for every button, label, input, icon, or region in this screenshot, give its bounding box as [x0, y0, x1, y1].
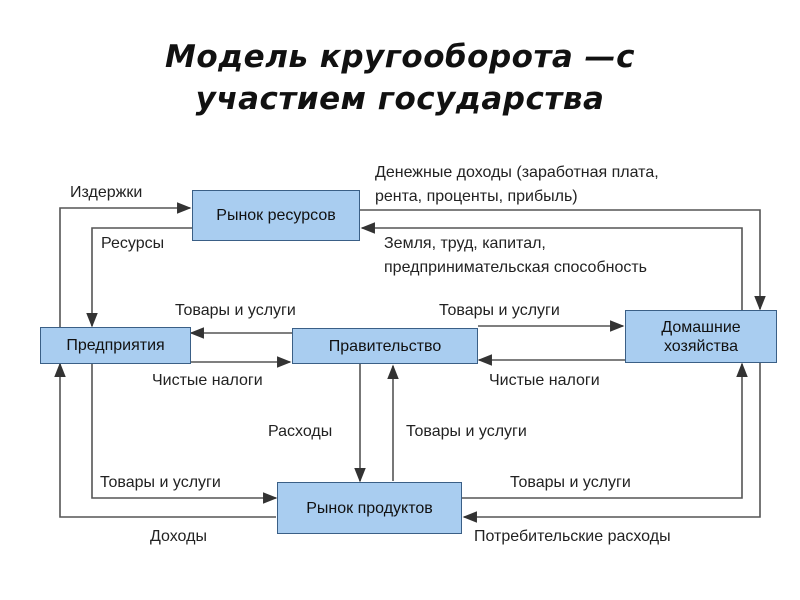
- node-government: Правительство: [292, 328, 478, 364]
- label-mkt-goods-gov: Товары и услуги: [406, 423, 527, 440]
- node-resource-market-label: Рынок ресурсов: [216, 207, 336, 224]
- arrow-mkt-goods-hh: [462, 362, 748, 499]
- arrow-costs: [59, 202, 192, 328]
- label-land-labor-1: Земля, труд, капитал,: [384, 235, 546, 252]
- label-consumer-spending: Потребительские расходы: [474, 528, 671, 545]
- label-gov-goods-ent: Товары и услуги: [175, 302, 296, 319]
- title-line-1: Модель кругооборота —с: [164, 39, 636, 75]
- label-costs: Издержки: [70, 184, 143, 201]
- label-incomes: Доходы: [150, 528, 207, 545]
- title-line-2: участием государства: [195, 81, 605, 117]
- label-mkt-goods-hh: Товары и услуги: [510, 474, 631, 491]
- label-hh-taxes: Чистые налоги: [489, 372, 600, 389]
- node-households-label-1: Домашние: [661, 318, 741, 336]
- arrow-resources: [86, 227, 192, 328]
- node-product-market-label: Рынок продуктов: [306, 499, 433, 517]
- node-resource-market: Рынок ресурсов: [192, 190, 360, 241]
- node-government-label: Правительство: [328, 337, 442, 355]
- label-money-income-2: рента, проценты, прибыль): [375, 188, 578, 205]
- label-ent-taxes: Чистые налоги: [152, 372, 263, 389]
- node-product-market: Рынок продуктов: [277, 482, 462, 534]
- arrow-money-income: [358, 209, 766, 311]
- label-land-labor-2: предпринимательская способность: [384, 259, 648, 276]
- label-expenses: Расходы: [268, 423, 333, 440]
- node-households-label-2: хозяйства: [663, 337, 739, 355]
- arrow-consumer-spending: [462, 362, 761, 523]
- label-gov-goods-hh: Товары и услуги: [439, 302, 560, 319]
- arrow-land-labor: [360, 222, 743, 311]
- label-money-income-1: Денежные доходы (заработная плата,: [375, 164, 659, 181]
- arrow-ent-goods-mkt: [91, 362, 278, 504]
- node-enterprises-label: Предприятия: [66, 337, 165, 354]
- label-resources: Ресурсы: [101, 235, 165, 252]
- arrow-incomes: [54, 362, 276, 518]
- node-households: Домашние хозяйства: [625, 310, 777, 363]
- node-enterprises: Предприятия: [40, 327, 191, 364]
- label-ent-goods-mkt: Товары и услуги: [100, 474, 221, 491]
